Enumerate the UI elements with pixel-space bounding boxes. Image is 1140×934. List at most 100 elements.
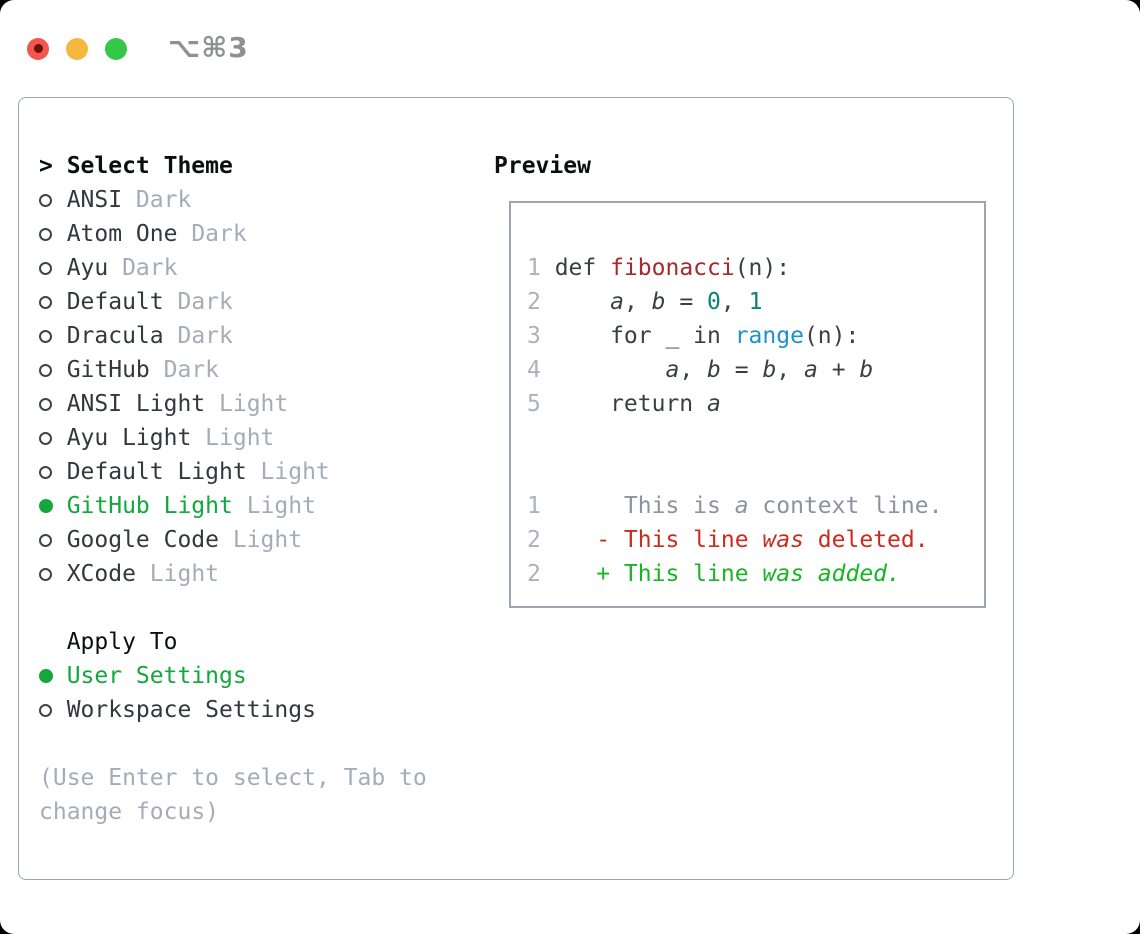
theme-option-google-code[interactable]: Google Code Light [39,523,427,557]
option-label: Dracula [66,323,164,349]
radio-circle [39,499,53,513]
code-line: 2 a, b = 0, 1 [527,285,984,319]
code-token: was added. [762,561,901,587]
cursor-arrow-icon: > [39,153,53,179]
code-token [555,289,610,315]
line-text: a, b = 0, 1 [555,289,763,315]
preview-header: Preview [494,149,986,183]
code-token: range [734,323,804,349]
apply-to-option-user-settings[interactable]: User Settings [39,659,427,693]
radio-circle [39,363,52,377]
code-line: 4 a, b = b, a + b [527,353,984,387]
radio-selected-icon [39,669,67,683]
radio-icon [39,363,67,377]
help-text: (Use Enter to select, Tab to change focu… [39,761,427,829]
code-token: , [623,289,652,315]
line-number: 2 [527,561,541,587]
option-label: ANSI [66,187,123,213]
option-variant-tag: Dark [122,255,178,281]
code-token: a [707,391,721,417]
radio-icon [39,261,67,275]
radio-icon [39,295,67,309]
radio-icon [39,193,67,207]
option-label: Default [66,289,164,315]
code-token: a [665,357,680,383]
window-title-shortcut: ⌥⌘3 [168,31,249,64]
option-label: User Settings [66,663,247,689]
code-token: b [859,357,874,383]
option-variant-tag: Dark [177,323,233,349]
code-token: return [554,391,708,417]
code-token: b [707,357,721,383]
apply-to-option-workspace-settings[interactable]: Workspace Settings [39,693,427,727]
option-variant-tag: Light [232,527,303,553]
line-text: return a [555,391,721,417]
theme-option-ansi-light[interactable]: ANSI Light Light [39,387,427,421]
code-token: , [720,289,749,315]
radio-circle [39,567,52,581]
option-label: Ayu Light [66,425,192,451]
radio-icon [39,329,67,343]
code-token: b [651,289,666,315]
radio-circle [39,703,52,717]
titlebar: ⌥⌘3 [0,0,1140,97]
option-label: Google Code [66,527,220,553]
line-number: 1 [527,493,541,519]
theme-option-ayu-light[interactable]: Ayu Light Light [39,421,427,455]
code-token: 1 [748,289,763,315]
option-label: GitHub [66,357,150,383]
code-token: b [762,357,777,383]
line-text: def fibonacci(n): [555,255,790,281]
minimize-button[interactable] [66,37,88,60]
code-token [555,357,666,383]
option-variant-tag: Dark [135,187,192,213]
maximize-button[interactable] [105,37,127,60]
code-token: for _ in [554,323,735,349]
theme-option-ayu[interactable]: Ayu Dark [39,251,427,285]
radio-circle [39,227,52,241]
radio-icon [39,567,67,581]
code-token: This is [554,493,735,519]
option-variant-tag: Light [149,561,220,587]
code-token: , [679,357,708,383]
option-variant-tag: Light [219,391,289,417]
help-line: (Use Enter to select, Tab to [39,765,427,791]
diff-line: 2 - This line was deleted. [527,523,984,557]
option-label: Ayu [66,255,109,281]
line-text: This is a context line. [555,493,943,519]
radio-icon [39,465,67,479]
diff-preview: 1 This is a context line. 2 - This line w… [527,489,984,591]
code-token: def [554,255,611,281]
theme-option-dracula[interactable]: Dracula Dark [39,319,427,353]
option-label: ANSI Light [66,391,206,417]
line-number: 1 [527,255,541,281]
code-token: fibonacci [610,255,735,281]
diff-line: 2 + This line was added. [527,557,984,591]
option-variant-tag: Light [205,425,275,451]
unsaved-dot-icon [33,44,43,53]
code-token: + This line [554,561,763,587]
radio-icon [39,397,67,411]
close-button[interactable] [27,37,49,60]
option-label: GitHub Light [66,493,233,519]
option-variant-tag: Dark [191,221,247,247]
theme-option-ansi[interactable]: ANSI Dark [39,183,427,217]
radio-circle [39,295,52,309]
radio-circle [39,329,52,343]
radio-circle [39,397,52,411]
preview-title: Preview [494,153,591,179]
code-token: 0 [707,289,721,315]
apply-to-title: Apply To [66,629,178,655]
option-variant-tag: Light [260,459,330,485]
line-number: 2 [527,527,541,553]
